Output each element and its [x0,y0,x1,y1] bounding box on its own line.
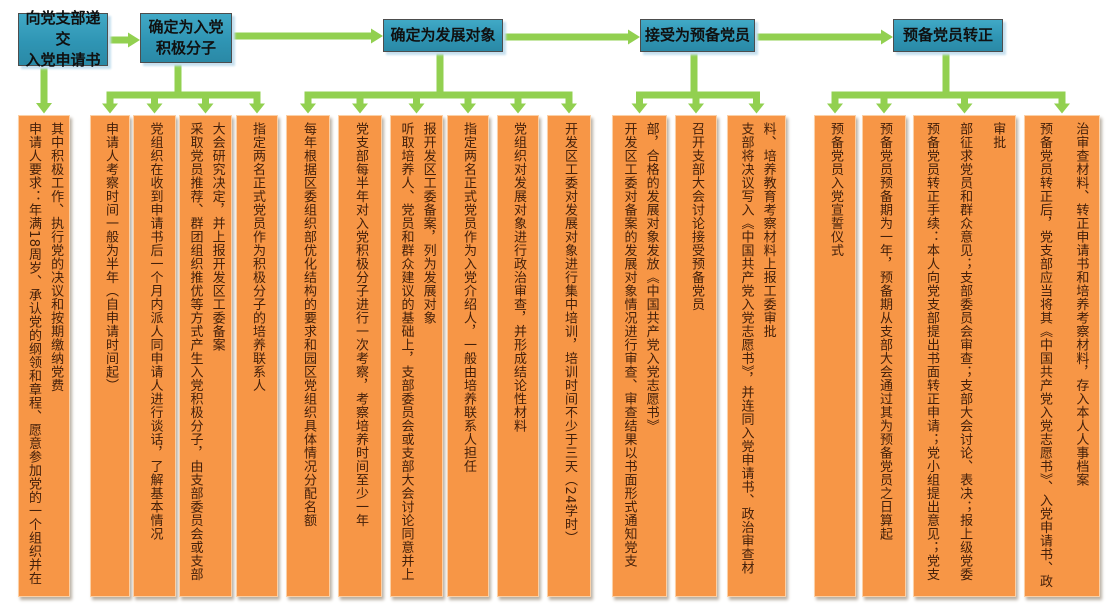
step-bar-introducers: 指定两名正式党员作为入党介绍人，一般由培养联系人担任 [447,115,489,597]
step-bar-listing-as-development-object: 听取培养人、党员和群众建议的基础上，支部委员会或支部大会讨论同意并上报开发区工委… [390,115,443,597]
arrow-stage2-to-stage3 [232,28,383,44]
step-bar-branch-meeting: 召开支部大会讨论接受预备党员 [675,115,717,597]
step-text: 预备党员转正手续：本人向党支部提出书面转正申请；党小组提出意见；党支部征求党员和… [923,122,1006,581]
stage-probationary-member: 接受为预备党员 [640,19,755,52]
stage-activist: 确定为入党 积极分子 [140,13,232,63]
stage-label-line: 确定为发展对象 [390,26,496,44]
step-bar-inspection-period: 申请人考察时间一般为半年（自申请时间起） [90,115,130,597]
step-bar-talk-within-month: 党组织在收到申请书后一个月内派人同申请人进行谈话，了解基本情况 [133,115,176,597]
step-text: 申请人考察时间一般为半年（自申请时间起） [103,122,119,392]
arrow-stage4-to-stage5 [755,29,893,45]
stage-submit-application: 向党支部递交 入党申请书 [18,9,108,69]
step-text: 预备党员预备期为一年，预备期从支部大会通过其为预备党员之日算起 [877,122,893,541]
step-bar-archive-materials: 预备党员转正后，党支部应当将其《中国共产党入党志愿书》、入党申请书、政治审查材料… [1024,115,1100,597]
step-bar-halfyear-inspection: 党支部每半年对入党积极分子进行一次考察，考察培养时间至少一年 [338,115,382,597]
step-text: 党组织在收到申请书后一个月内派人同申请人进行谈话，了解基本情况 [147,122,163,541]
stage-development-object: 确定为发展对象 [383,19,503,52]
step-text: 开发区工委对发展对象进行集中培训，培训时间不少于三天（24学时） [562,122,578,545]
step-bar-centralized-training: 开发区工委对发展对象进行集中培训，培训时间不少于三天（24学时） [547,115,591,597]
step-bar-training-contacts: 指定两名正式党员作为积极分子的培养联系人 [236,115,278,597]
stage-label-line: 积极分子 [155,39,216,57]
step-text: 申请人要求：年满18周岁、承认党的纲领和章程、愿意参加党的一个组织并在其中积极工… [26,122,64,586]
step-text: 召开支部大会讨论接受预备党员 [689,122,705,311]
step-bar-oath-ceremony: 预备党员入党宣誓仪式 [814,115,856,597]
step-text: 开发区工委对备案的发展对象情况进行审查、审查结果以书面形式通知党支部，合格的发展… [621,122,659,568]
step-bar-probation-period: 预备党员预备期为一年，预备期从支部大会通过其为预备党员之日算起 [862,115,906,597]
step-text: 指定两名正式党员作为入党介绍人，一般由培养联系人担任 [461,122,477,473]
step-text: 采取党员推荐、群团组织推优等方式产生入党积极分子，由支部委员会或支部大会研究决定… [187,122,225,581]
step-bar-submit-resolution: 支部将决议写入《中国共产党入党志愿书》，并连同入党申请书、政治审查材料、培养教育… [727,115,786,597]
step-text: 听取培养人、党员和群众建议的基础上，支部委员会或支部大会讨论同意并上报开发区工委… [398,122,436,581]
arrow-stage3-to-stage4 [503,29,640,45]
step-text: 预备党员入党宣誓仪式 [828,122,844,257]
arrow-down-step1 [36,66,52,114]
stage-label-line: 确定为入党 [148,18,224,36]
step-bar-recommend-activists: 采取党员推荐、群团组织推优等方式产生入党积极分子，由支部委员会或支部大会研究决定… [179,115,232,597]
step-bar-conversion-procedure: 预备党员转正手续：本人向党支部提出书面转正申请；党小组提出意见；党支部征求党员和… [913,115,1016,597]
step-text: 党支部每半年对入党积极分子进行一次考察，考察培养时间至少一年 [353,122,369,527]
step-text: 党组织对发展对象进行政治审查，并形成结论性材料 [511,122,527,433]
step-text: 指定两名正式党员作为积极分子的培养联系人 [250,122,266,392]
step-text: 支部将决议写入《中国共产党入党志愿书》，并连同入党申请书、政治审查材料、培养教育… [738,122,776,575]
step-bar-committee-review-volunteer-form: 开发区工委对备案的发展对象情况进行审查、审查结果以书面形式通知党支部，合格的发展… [612,115,667,597]
stage-label-line: 入党申请书 [25,51,101,69]
step-text: 预备党员转正后，党支部应当将其《中国共产党入党志愿书》、入党申请书、政治审查材料… [1037,122,1089,588]
step-bar-applicant-requirements: 申请人要求：年满18周岁、承认党的纲领和章程、愿意参加党的一个组织并在其中积极工… [18,115,70,597]
stage-label-line: 向党支部递交 [25,9,101,48]
step-bar-quota-allocation: 每年根据区委组织部优化结构的要求和园区党组织具体情况分配名额 [286,115,330,597]
stage-label-line: 预备党员转正 [902,26,993,44]
stage-full-membership: 预备党员转正 [893,19,1003,52]
arrow-stage1-to-stage2 [108,32,140,48]
stage-label-line: 接受为预备党员 [644,26,750,44]
step-text: 每年根据区委组织部优化结构的要求和园区党组织具体情况分配名额 [301,122,317,527]
step-bar-political-review: 党组织对发展对象进行政治审查，并形成结论性材料 [497,115,539,597]
